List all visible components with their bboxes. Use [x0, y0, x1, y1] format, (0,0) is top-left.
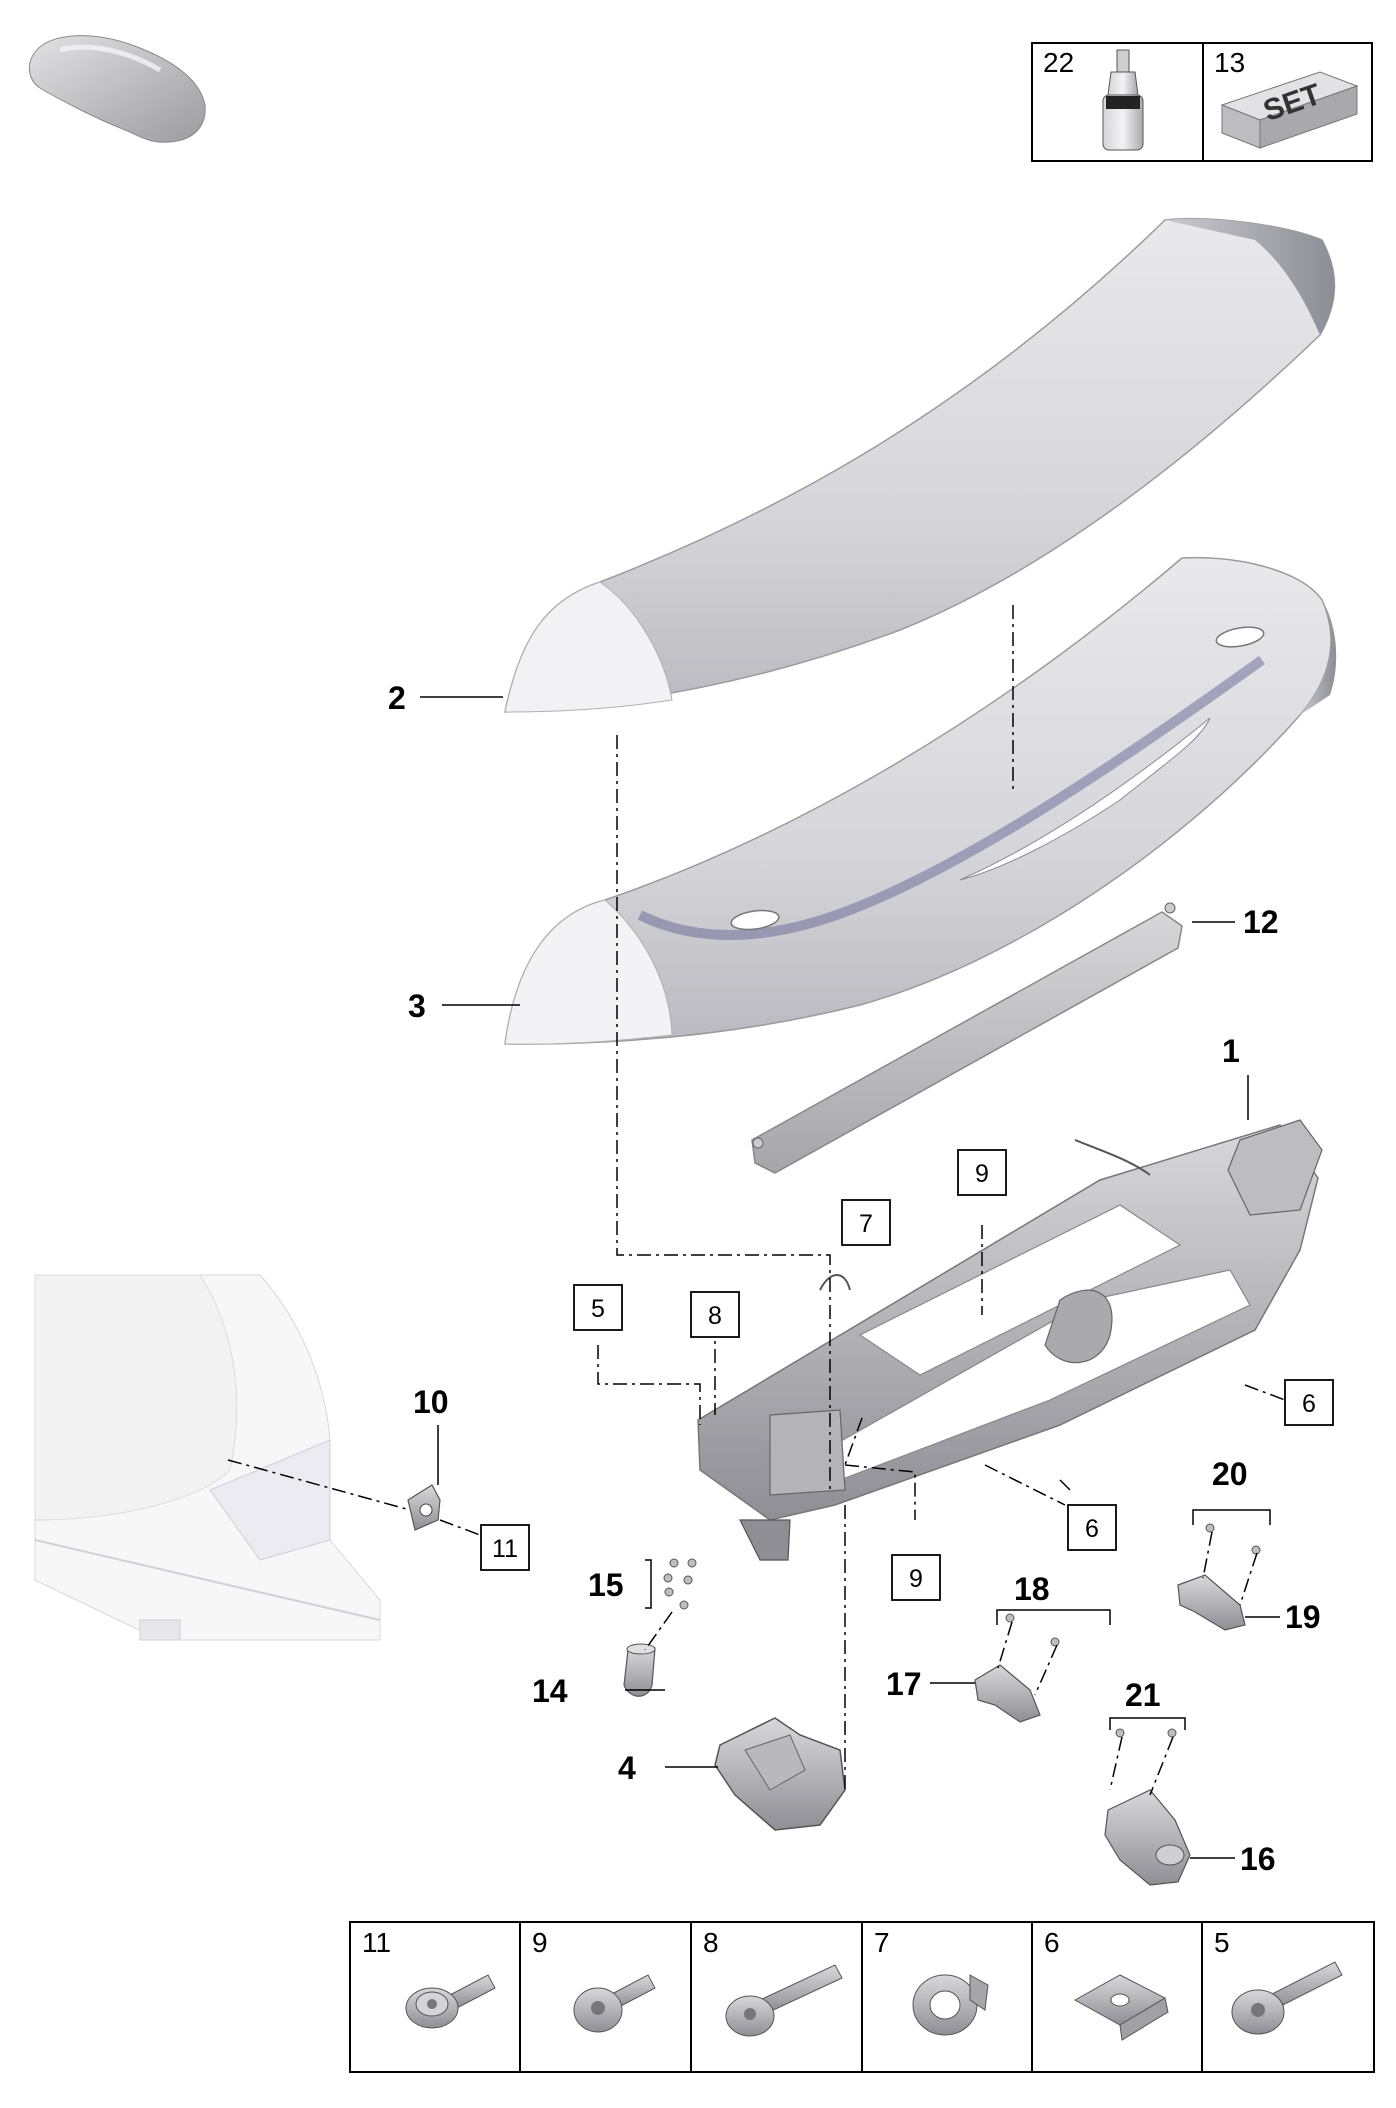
callout-16: 16	[1240, 1841, 1276, 1877]
threadlocker-bottle-icon	[1102, 49, 1144, 151]
legend-number: 9	[532, 1927, 548, 1958]
callout-21: 21	[1125, 1677, 1161, 1713]
screws	[663, 1523, 1261, 1738]
flange-bolt-icon	[405, 1974, 496, 2029]
callout-17: 17	[886, 1666, 922, 1702]
legend-number: 8	[703, 1927, 719, 1958]
callout-18: 18	[1014, 1571, 1050, 1607]
callout-12: 12	[1243, 904, 1279, 940]
boxed-references: 9 7 5 8 6 6 9 11	[480, 1149, 1334, 1601]
legend-number: 22	[1043, 47, 1074, 78]
car-body-section	[34, 1274, 381, 1641]
assembly-lines	[227, 605, 1286, 1796]
cylinder-part	[623, 1643, 656, 1697]
legend-number: 11	[362, 1927, 391, 1958]
shoulder-bolt-icon	[1231, 1961, 1343, 2035]
legend-number: 7	[874, 1927, 890, 1958]
callout-1: 1	[1222, 1033, 1240, 1069]
ref-box: 9	[957, 1149, 1007, 1196]
ref-box: 7	[841, 1199, 891, 1246]
actuator-part-16	[1104, 1789, 1191, 1886]
bracket-part	[714, 1717, 846, 1831]
spring-nut-icon	[1073, 1974, 1169, 2041]
clip-nut-icon	[912, 1974, 989, 2036]
spoiler-frame	[504, 556, 1337, 1045]
spoiler-strip	[751, 902, 1183, 1174]
svg-text:7: 7	[859, 1210, 873, 1238]
callout-15: 15	[588, 1567, 624, 1603]
svg-text:6: 6	[1085, 1515, 1099, 1543]
svg-text:6: 6	[1302, 1390, 1316, 1418]
callout-2: 2	[388, 680, 406, 716]
stud-part	[407, 1484, 441, 1531]
bottom-legend-box: 11 9 8 7 6 5	[349, 1921, 1375, 2073]
callout-20: 20	[1212, 1456, 1248, 1492]
legend-number: 5	[1214, 1927, 1230, 1958]
ref-box: 11	[480, 1524, 530, 1571]
callout-4: 4	[618, 1750, 636, 1786]
ref-box: 9	[891, 1554, 941, 1601]
ref-box: 5	[573, 1284, 623, 1331]
svg-text:11: 11	[492, 1535, 518, 1563]
car-thumbnail-icon	[28, 35, 206, 143]
part-callouts: 2 3 12 1 10 15 14 4 18 17 20 19 21 16	[388, 680, 1321, 1877]
callout-10: 10	[413, 1384, 449, 1420]
callout-3: 3	[408, 988, 426, 1024]
ref-box: 6	[1284, 1379, 1334, 1426]
svg-text:8: 8	[708, 1302, 722, 1330]
svg-text:9: 9	[975, 1160, 989, 1188]
hex-bolt-icon	[573, 1974, 656, 2033]
spoiler-cover	[504, 217, 1336, 713]
callout-14: 14	[532, 1673, 568, 1709]
latch-part-17	[974, 1664, 1041, 1723]
latch-part-19	[1177, 1574, 1246, 1631]
svg-text:9: 9	[909, 1565, 923, 1593]
legend-number: 6	[1044, 1927, 1060, 1958]
top-legend-box: 22 13 SET	[1031, 42, 1373, 162]
long-bolt-icon	[725, 1964, 843, 2037]
callout-19: 19	[1285, 1599, 1321, 1635]
svg-text:5: 5	[591, 1295, 605, 1323]
ref-box: 8	[690, 1291, 740, 1338]
legend-number: 13	[1214, 47, 1245, 78]
leader-lines	[420, 696, 1280, 1859]
ref-box: 6	[1067, 1504, 1117, 1551]
spoiler-mechanism-frame	[697, 1119, 1323, 1561]
